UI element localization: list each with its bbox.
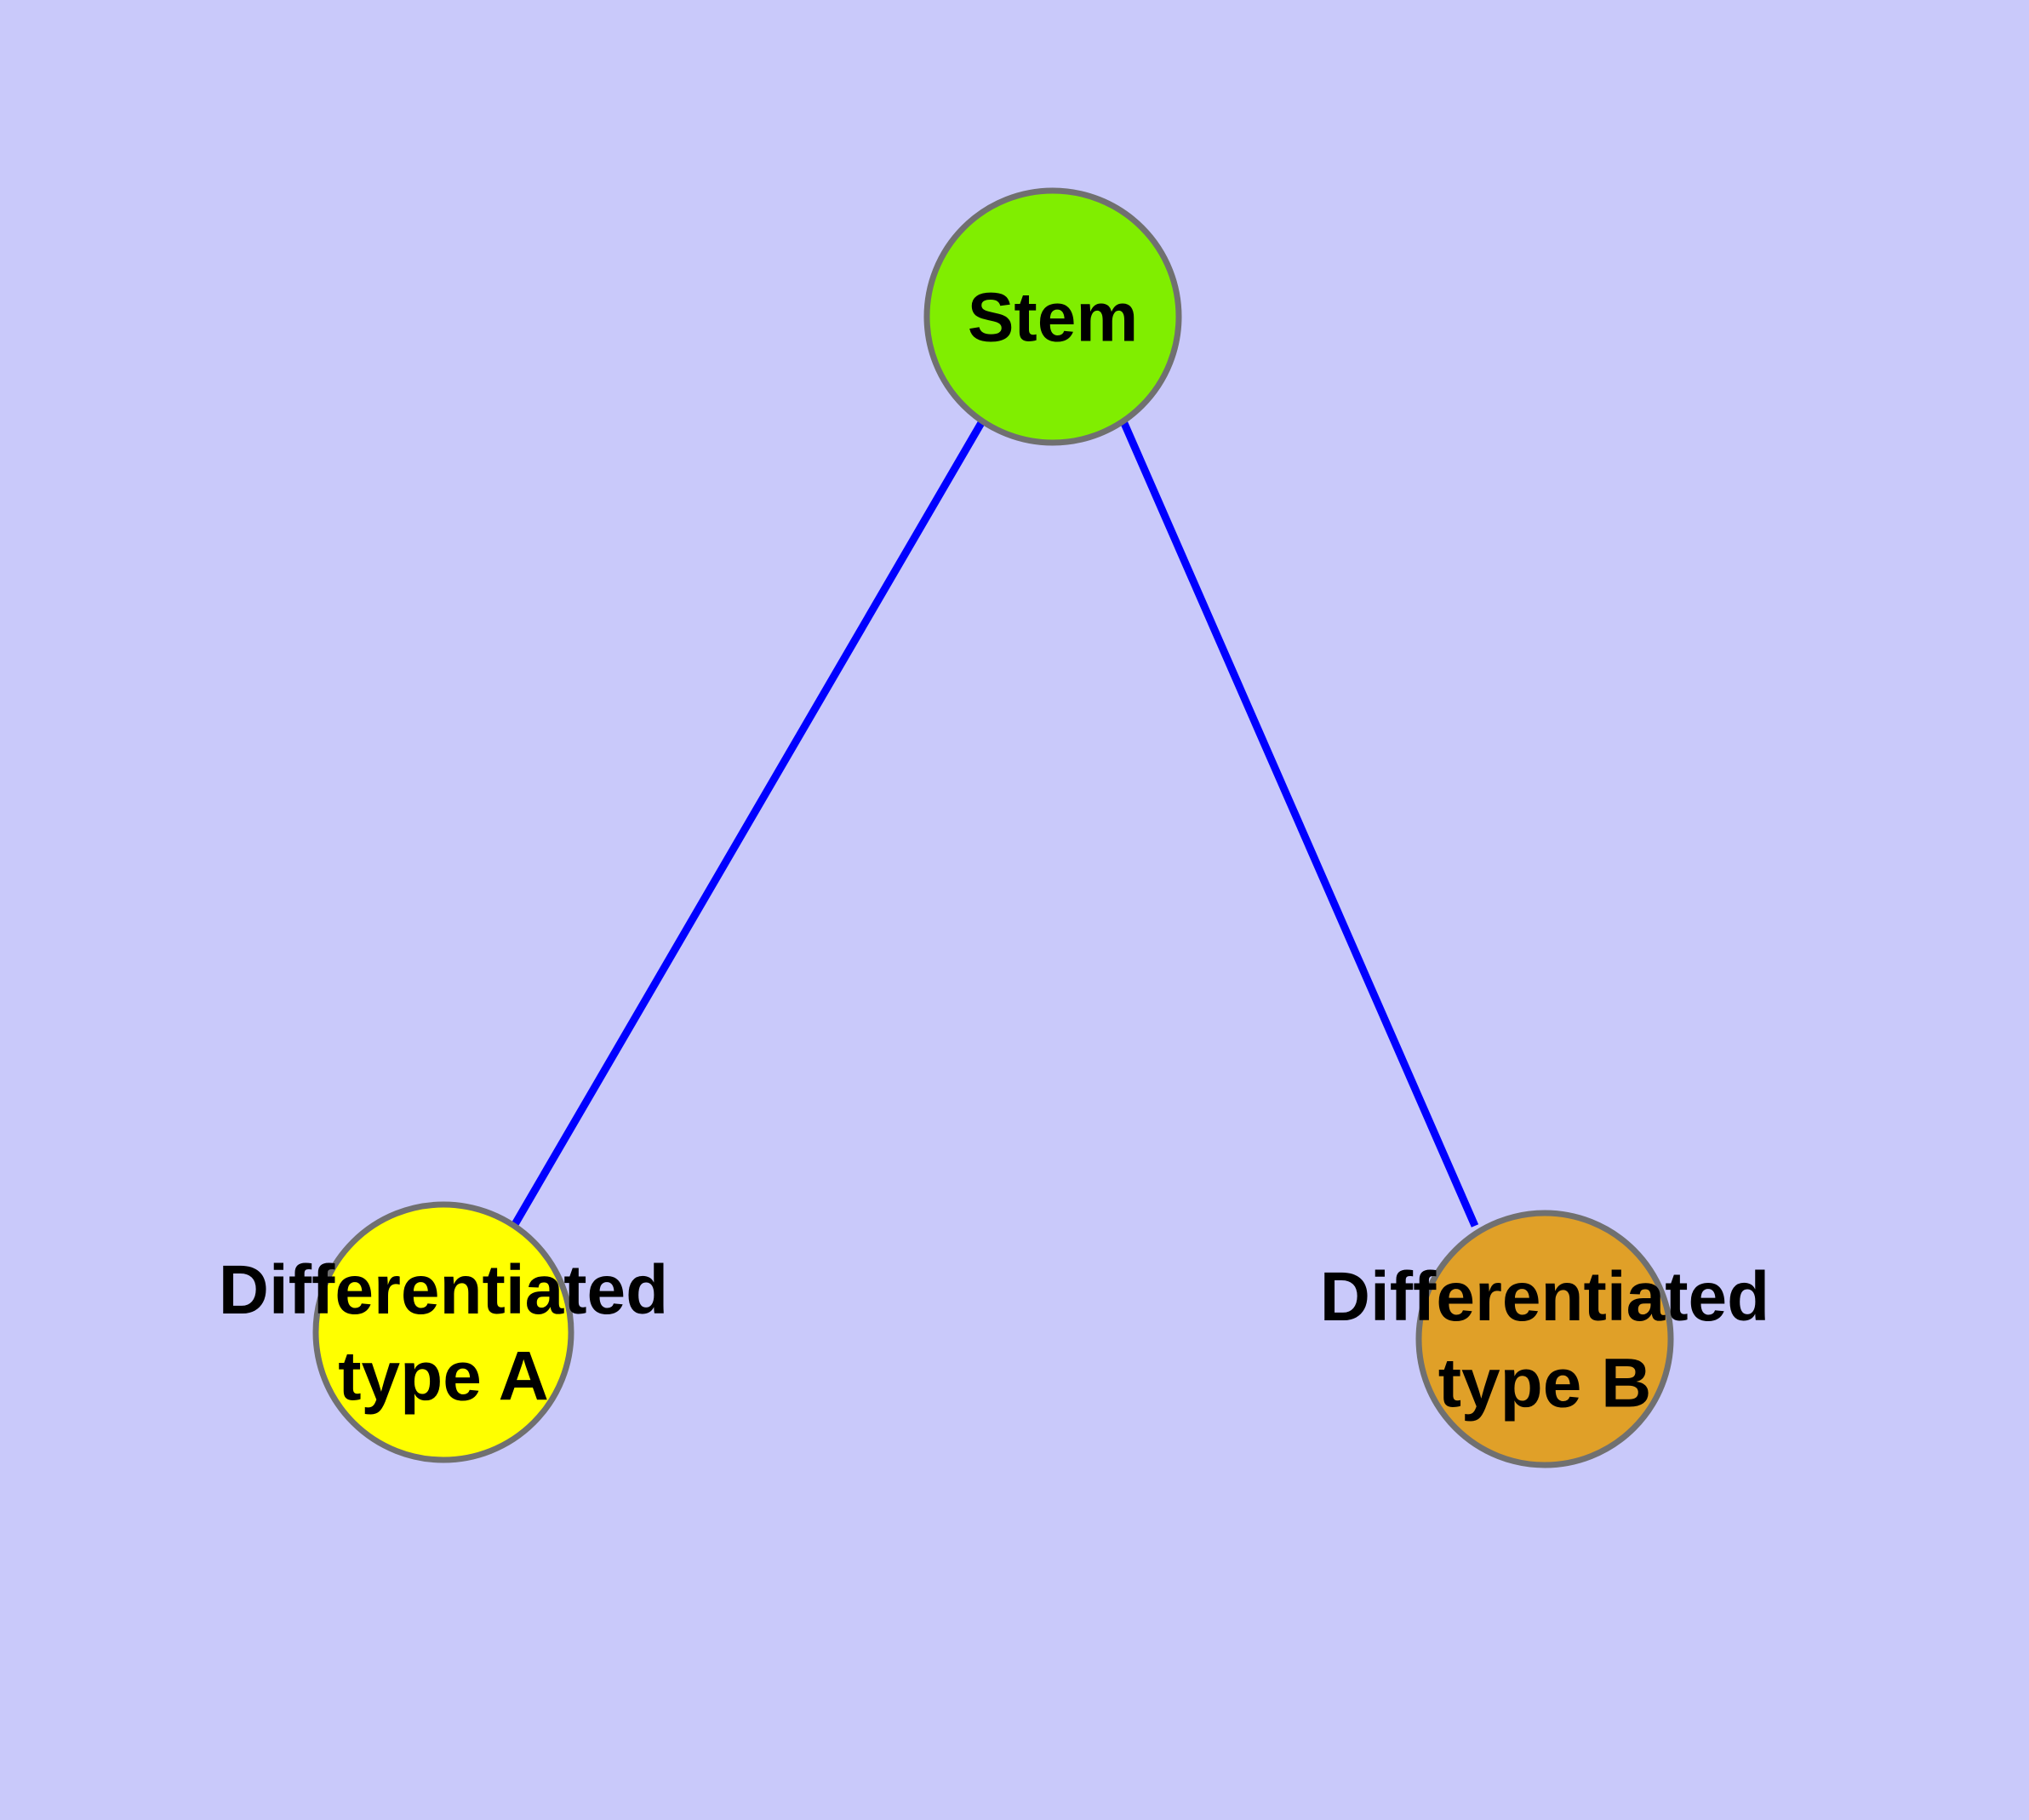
node-label-line: type B [1438,1345,1652,1422]
edge-stem-to-diff-b[interactable] [1119,420,1479,1228]
node-circle-stem[interactable] [923,187,1182,446]
node-label-line: Differentiated [1320,1258,1770,1336]
node-label-line: type A [338,1338,549,1416]
node-label-stem: Stem [968,279,1139,357]
node-label-diff_b: Differentiated type B [1320,1258,1770,1422]
nodes-layer [312,187,1674,1468]
node-circle-diff_a[interactable] [312,1201,574,1463]
node-circle-diff_b[interactable] [1415,1210,1674,1468]
node-label-line: Differentiated [219,1251,669,1329]
edges-layer [511,419,1479,1228]
edge-stem-to-diff-a[interactable] [511,419,986,1228]
node-label-line: Stem [968,279,1139,357]
node-label-diff_a: Differentiated type A [219,1251,669,1416]
